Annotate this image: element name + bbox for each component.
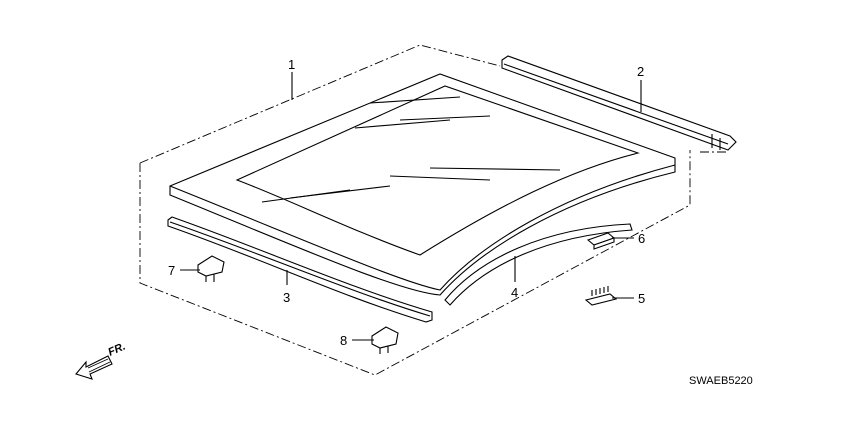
right-roof-molding [444, 223, 633, 306]
left-roof-molding [167, 216, 433, 323]
rear-roof-molding [501, 55, 737, 151]
callout-7: 7 [168, 263, 175, 278]
front-direction-label: FR. [106, 341, 127, 359]
callout-3: 3 [283, 290, 290, 305]
leader-lines [180, 72, 642, 341]
end-cap-7 [197, 255, 225, 282]
front-direction-arrow-icon [75, 355, 113, 380]
clip-6 [586, 232, 616, 250]
callout-1: 1 [288, 57, 295, 72]
callout-8: 8 [340, 333, 347, 348]
clip-5 [584, 286, 618, 306]
end-cap-8 [371, 326, 399, 354]
callout-5: 5 [638, 291, 645, 306]
callout-2: 2 [637, 64, 644, 79]
callout-6: 6 [638, 231, 645, 246]
glass-roof-panel [169, 73, 676, 296]
callout-4: 4 [511, 285, 518, 300]
assembly-boundary [139, 44, 726, 376]
diagram-code: SWAEB5220 [689, 375, 753, 387]
